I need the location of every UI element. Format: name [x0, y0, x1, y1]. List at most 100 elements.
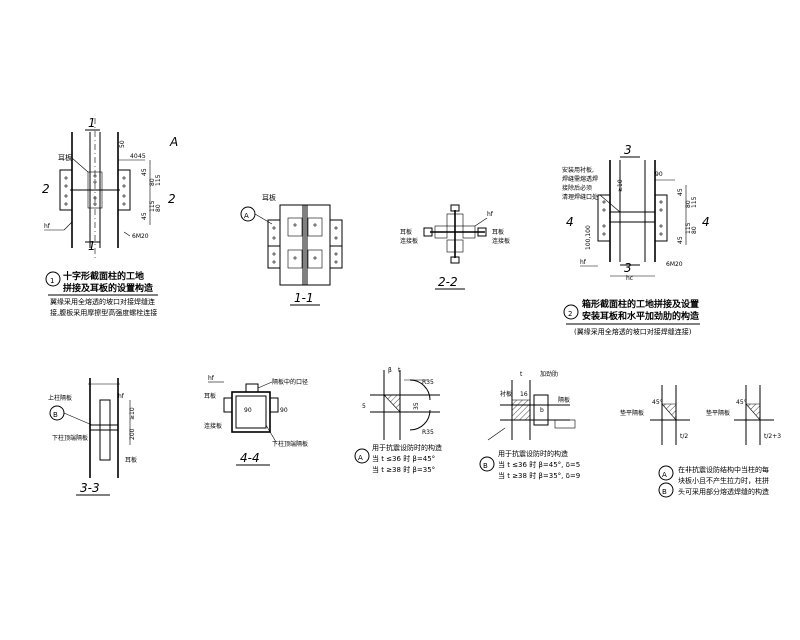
- callout-a: A: [358, 454, 363, 462]
- caption-line1: 箱形截面柱的工地拼接及设置: [582, 298, 699, 310]
- section-mark-top: 1: [88, 116, 96, 130]
- connect-plate-right: 连接板: [492, 237, 510, 245]
- bottom-label: 下柱顶端隔板: [272, 440, 308, 448]
- r35-top: R35: [422, 379, 434, 386]
- hf-label: hf: [44, 223, 51, 230]
- label-b: b: [540, 407, 544, 414]
- note-1: 安装用衬板,: [562, 166, 594, 174]
- connect-plate-label: 连接板: [204, 422, 222, 430]
- label-left: 垫平隔板: [620, 409, 644, 417]
- ear-plate-label: 耳板: [58, 153, 72, 162]
- text-2: 当 t ≤36 时 β=45°: [372, 454, 435, 463]
- dim-left: t/2: [680, 433, 688, 440]
- section-title: 4-4: [240, 451, 260, 465]
- section-mark-right: 2: [168, 192, 176, 206]
- label-16: 16: [520, 391, 528, 398]
- callout-a: A: [662, 471, 667, 479]
- dim-b: 90: [280, 407, 288, 414]
- callout-b: B: [53, 411, 58, 419]
- caption-number: 1: [50, 277, 54, 285]
- section-mark-left: 4: [566, 215, 574, 229]
- section-mark-left: 2: [42, 182, 50, 196]
- r35-bottom: R35: [422, 429, 434, 436]
- note-3: 头可采用部分熔透焊缝的构造: [678, 487, 769, 496]
- section-title: 1-1: [294, 291, 314, 305]
- top-label: 隔板中的口径: [272, 378, 308, 386]
- note-line2: 接,腹板采用摩擦型高强度螺栓连接: [50, 308, 157, 317]
- dim-right-2: 80: [685, 200, 692, 208]
- detail-cross-column-splice: 1 1 2 2 耳板 hf 50 40 45 45 80 1: [42, 116, 176, 317]
- ear-plate-label: 耳板: [125, 456, 137, 464]
- section-mark-right: 4: [702, 215, 710, 229]
- top-label: 上柱隔板: [48, 394, 72, 402]
- angle-left: 45°: [652, 399, 663, 406]
- t-label: t: [398, 367, 401, 374]
- ear-plate-right: 耳板: [492, 228, 504, 236]
- top-right-mark: A: [169, 135, 178, 149]
- bolt-spec: 6M20: [132, 233, 149, 240]
- callout-b: B: [662, 488, 667, 496]
- angle-right: 45°: [736, 399, 747, 406]
- hf-label: hf: [118, 393, 125, 400]
- note-2: 块板小且不产生拉力时，柱拼: [678, 476, 769, 485]
- dim-right-2: 80: [149, 178, 156, 186]
- dim-1: ≥10: [129, 407, 136, 420]
- dim-right-6: 45: [141, 212, 148, 220]
- caption-line2: 安装耳板和水平加劲肋的构造: [582, 310, 700, 322]
- section-mark-bottom: 1: [88, 239, 96, 253]
- dim-2: 200: [129, 428, 136, 440]
- dim-top-1: 50: [119, 140, 126, 148]
- section-mark-bottom: 3: [624, 261, 632, 275]
- text-3: 当 t ≥38 时 β=35°: [372, 465, 435, 474]
- section-4-4: hf 耳板 连接板 隔板中的口径 下柱顶端隔板 90 90 4-4: [204, 375, 308, 466]
- text-1: 用于抗震设防时的构造: [372, 443, 442, 452]
- bottom-label: 下柱顶端隔板: [52, 434, 88, 442]
- caption-line2: 拼接及耳板的设置构造: [63, 282, 154, 294]
- dim-right-5: 80: [155, 204, 162, 212]
- section-2-2: 耳板 连接板 耳板 连接板 hf 2-2: [400, 204, 510, 290]
- callout-a: A: [244, 212, 249, 220]
- plate-label: 衬板: [500, 390, 512, 398]
- caption-line1: 十字形截面柱的工地: [63, 270, 144, 282]
- dim-b: 35: [413, 402, 420, 410]
- dim-left: 100,100: [585, 225, 592, 250]
- detail-partial-penetration: 垫平隔板 垫平隔板 45° t/2 45° t/2+3 A B 在非抗震设防结构…: [620, 385, 781, 498]
- dim-right-5: 80: [691, 226, 698, 234]
- dim-a: 90: [244, 407, 252, 414]
- dim-right-4: 115: [149, 200, 156, 212]
- dim-right-3: 115: [155, 174, 162, 186]
- dim-right: t/2+3: [764, 433, 781, 440]
- note-3: 接除后必须: [562, 184, 592, 192]
- text-2: 当 t ≤36 时 β=45°, δ=5: [498, 460, 580, 469]
- dim-right-6: 45: [677, 236, 684, 244]
- weld-label: 隔板: [558, 396, 570, 404]
- dim-right-3: 115: [691, 196, 698, 208]
- section-1-1: A 耳板 1-1: [240, 193, 343, 306]
- caption-number: 2: [568, 310, 572, 318]
- dim-a: 5: [362, 403, 366, 410]
- note-4: 清理焊缝口处: [562, 193, 598, 201]
- connect-plate-left: 连接板: [400, 237, 418, 245]
- dim-top-2: 40: [130, 153, 138, 160]
- top-label: 加劲肋: [540, 370, 558, 378]
- dim-right-1: 45: [141, 168, 148, 176]
- ear-plate-left: 耳板: [400, 228, 412, 236]
- dim-right-4: 115: [685, 222, 692, 234]
- dim-gap: ≥10: [617, 179, 624, 192]
- section-3-3: B 上柱隔板 下柱顶端隔板 耳板 hf ≥10 200 3-3: [48, 378, 137, 496]
- note-line1: 翼缘采用全熔透的坡口对接焊缝连: [50, 297, 155, 306]
- hc-label: hc: [626, 275, 633, 282]
- section-title: 3-3: [80, 481, 100, 495]
- bolt-spec: 6M20: [666, 261, 683, 268]
- hf-label: hf: [487, 211, 494, 218]
- note-2: 焊缝需熔透焊: [562, 175, 598, 183]
- caption-note: (翼缘采用全熔透的坡口对接焊缝连接): [574, 327, 692, 336]
- detail-box-column-splice: 3 3 4 4 安装用衬板, 焊缝需熔透焊 接除后必须 清理焊缝口处 90 ≥1…: [562, 143, 710, 336]
- text-1: 用于抗震设防时的构造: [498, 449, 568, 458]
- note-1: 在非抗震设防结构中当柱的每: [678, 465, 769, 474]
- section-title: 2-2: [438, 275, 458, 289]
- dim-right-1: 45: [677, 188, 684, 196]
- ear-plate-label: 耳板: [204, 392, 216, 400]
- text-3: 当 t ≥38 时 β=35°, δ=9: [498, 471, 580, 480]
